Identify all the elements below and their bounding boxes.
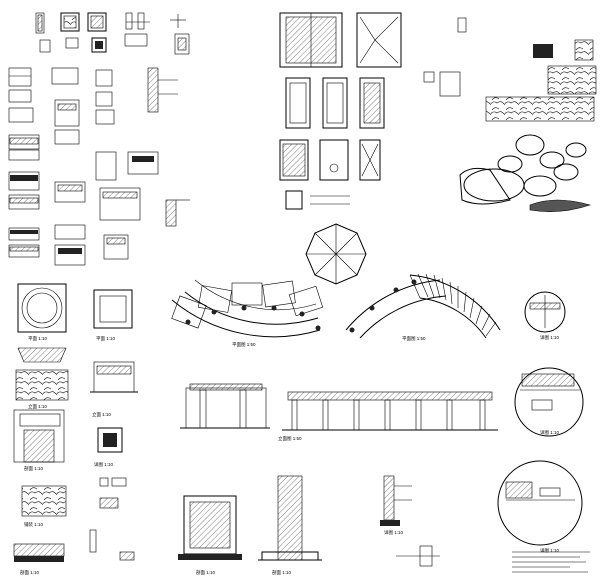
left-scale-1: 平面 1:10 [28,336,48,342]
pergola-elevation-2: 立面图 1:50 [278,391,498,442]
umbrella-plan [305,223,367,285]
mid-scale-2: 立面 1:10 [92,411,112,418]
left-detail-column-1 [8,67,40,258]
pillar-section: 剖面 1:10 [258,475,322,576]
small-details-lower [89,477,135,561]
bottom-title-1: 剖面 1:10 [196,569,216,576]
detail-3-scale: 详图 1:10 [540,547,560,554]
detail-1-scale: 详图 1:10 [540,334,560,341]
pergola-elevation-1 [180,383,270,429]
plan-2-title: 平面图 1:50 [402,336,426,342]
elevation-title: 立面图 1:50 [278,435,302,442]
bottom-title-3: 详图 1:10 [384,529,404,536]
planter-elevation: 立面 1:10 [15,347,69,410]
curved-pergola-plan-1: 平面图 1:50 [171,279,324,348]
mid-scale-3: 详图 1:10 [94,461,114,468]
bottom-title-2: 剖面 1:10 [272,569,292,576]
circle-detail-3: 详图 1:10 [497,460,583,554]
planter-section: 剖面 1:10 [13,409,65,472]
mid-scale-1: 平面 1:10 [96,336,116,342]
square-planter-elevation: 立面 1:10 [90,361,138,418]
rockery-sketch [459,134,592,212]
small-square-detail: 详图 1:10 [94,427,123,468]
door-elevation-group [279,12,402,210]
paving-section: 剖面 1:10 [13,543,65,576]
column-detail: 详图 1:10 [380,475,440,567]
planter-box-section: 剖面 1:10 [178,495,242,576]
circle-detail-2: 详图 1:10 [514,367,584,437]
left-scale-2: 立面 1:10 [28,403,48,410]
stone-paving-detail: 铺装 1:10 [21,485,67,528]
round-planter-plan: 平面 1:10 [17,283,67,342]
curved-pergola-plan-2: 平面图 1:50 [345,273,501,342]
notes-block [512,551,590,573]
left-scale-5: 剖面 1:10 [20,569,40,576]
top-left-detail-cluster [35,12,190,55]
plan-1-title: 平面图 1:50 [232,342,256,348]
left-scale-4: 铺装 1:10 [24,521,44,528]
stone-texture-samples [423,17,597,122]
left-detail-column-2 [51,67,190,266]
circle-detail-1: 详图 1:10 [524,291,566,341]
square-planter-plan: 平面 1:10 [93,289,133,342]
left-scale-3: 剖面 1:10 [24,465,44,472]
detail-2-scale: 详图 1:10 [540,429,560,436]
